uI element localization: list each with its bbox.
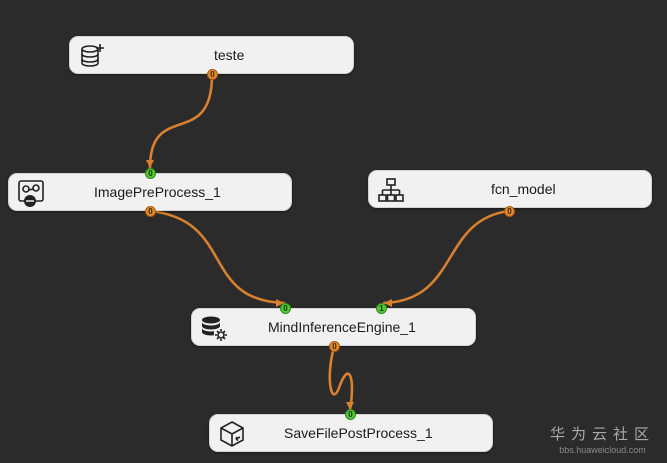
box-export-icon — [218, 420, 246, 448]
input-port-0[interactable]: 0 — [280, 303, 291, 314]
database-add-icon — [78, 42, 106, 70]
node-label: SaveFilePostProcess_1 — [284, 425, 433, 441]
watermark-url: bbs.huaweicloud.com — [559, 445, 646, 455]
wire-teste-to-imagepreprocess[interactable] — [148, 73, 214, 170]
node-fcn-model[interactable]: fcn_model 0 — [368, 170, 652, 217]
image-process-icon — [17, 179, 45, 207]
watermark: 华为云社区 bbs.huaweicloud.com — [550, 423, 655, 455]
database-settings-icon — [200, 314, 228, 342]
node-mindinferenceengine[interactable]: MindInferenceEngine_1 0 1 0 — [191, 303, 476, 352]
node-label: fcn_model — [491, 181, 556, 197]
node-teste[interactable]: teste 0 — [69, 36, 354, 80]
wire-arrowhead — [346, 402, 354, 410]
wire-arrowhead — [276, 299, 284, 307]
node-label: MindInferenceEngine_1 — [268, 319, 416, 335]
node-label: teste — [214, 47, 245, 63]
wire-mindinference-to-savefile[interactable] — [328, 345, 354, 412]
output-port[interactable]: 0 — [504, 206, 515, 217]
input-port[interactable]: 0 — [145, 168, 156, 179]
node-label: ImagePreProcess_1 — [94, 184, 221, 200]
wire-fcnmodel-to-mindinference-1[interactable] — [382, 209, 511, 305]
input-port-1[interactable]: 1 — [376, 303, 387, 314]
wire-arrowhead — [384, 299, 392, 307]
output-port[interactable]: 0 — [329, 341, 340, 352]
output-port[interactable]: 0 — [145, 206, 156, 217]
node-savefilepostprocess[interactable]: SaveFilePostProcess_1 0 — [209, 409, 493, 452]
watermark-text: 华为云社区 — [549, 426, 655, 443]
wire-imagepreprocess-to-mindinference-0[interactable] — [148, 209, 286, 305]
node-imagepreprocess[interactable]: ImagePreProcess_1 0 0 — [8, 168, 292, 217]
output-port[interactable]: 0 — [207, 69, 218, 80]
network-model-icon — [377, 176, 405, 204]
wire-arrowhead — [146, 160, 154, 168]
input-port[interactable]: 0 — [345, 409, 356, 420]
